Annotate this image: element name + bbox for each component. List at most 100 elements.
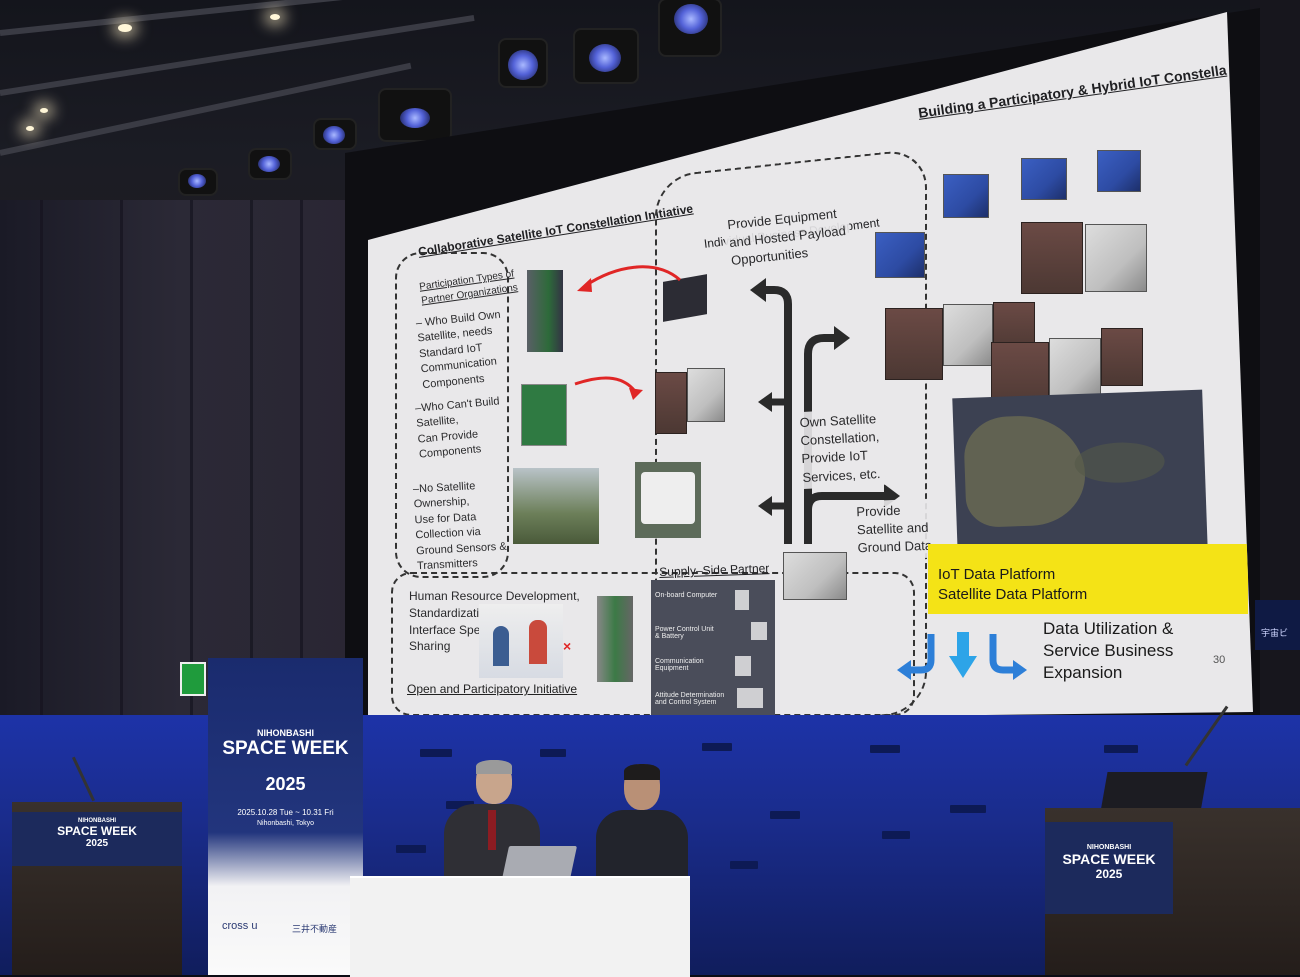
arrow-right	[804, 492, 885, 544]
ceiling-beam	[0, 0, 518, 36]
wall-panel	[1104, 745, 1138, 753]
people-illustration	[479, 604, 563, 678]
solar-panel	[1021, 222, 1083, 294]
wall-panel	[882, 831, 910, 839]
stage-light-fixture	[500, 40, 546, 86]
data-utilization-text: Data Utilization & Service Business Expa…	[1043, 618, 1173, 684]
red-arrow-head	[577, 278, 592, 292]
banner-brand-big: SPACE WEEK	[222, 738, 349, 759]
satellite-white	[783, 552, 847, 600]
component-cube	[751, 622, 767, 640]
lectern-brand-small: NIHONBASHI	[77, 818, 116, 824]
wall-slat	[300, 200, 303, 720]
cubesat-rack-image	[597, 596, 633, 682]
participation-item-1: – Who Build Own Satellite, needs Standar…	[415, 308, 508, 393]
lectern-year: 2025	[1095, 867, 1123, 881]
wall-panel	[420, 749, 452, 757]
satellite-blue	[943, 174, 989, 218]
participation-item-3: –No Satellite Ownership, Use for Data Co…	[413, 478, 508, 575]
solar-panel	[885, 308, 943, 380]
stage-light-fixture	[660, 0, 720, 55]
lectern-logo: NIHONBASHI SPACE WEEK 2025	[12, 812, 182, 866]
arrow-up-right	[804, 334, 836, 544]
blue-arrow-down	[957, 632, 969, 658]
iot-platform-label: IoT Data Platform	[938, 566, 1056, 583]
open-initiative-label: Open and Participatory Initiative	[407, 682, 578, 696]
satellite-image	[687, 368, 725, 422]
blue-arrow-left	[909, 634, 935, 674]
stage-light-fixture	[380, 90, 450, 140]
provide-satellite-line: Ground Data	[857, 538, 933, 556]
hr-line: Sharing	[409, 639, 451, 654]
blue-arrow-head	[897, 660, 911, 680]
satellite-white	[1085, 224, 1147, 292]
monitor	[1100, 772, 1208, 812]
right-lectern: NIHONBASHI SPACE WEEK 2025	[1045, 808, 1300, 975]
speaker-hair	[624, 764, 660, 780]
hr-line: Interface Spec.	[409, 622, 490, 637]
wall-slat	[250, 200, 253, 720]
ceiling-spotlight	[26, 126, 34, 131]
arrow-up-left	[764, 286, 792, 544]
red-arrows	[574, 265, 681, 400]
wall-panel	[870, 745, 900, 753]
supply-item: On-board Computer	[655, 592, 718, 599]
person-figure	[493, 626, 509, 666]
wall-panel	[540, 749, 566, 757]
page-number: 30	[1213, 654, 1226, 666]
own-satellite-line: Services, etc.	[802, 465, 881, 485]
wall-slat	[120, 200, 123, 720]
supply-item: Communication Equipment	[655, 658, 704, 672]
banner-dates: 2025.10.28 Tue ~ 10.31 Fri	[237, 808, 334, 817]
map-image	[952, 389, 1208, 559]
map-landmass	[962, 413, 1087, 528]
ceiling-spotlight	[118, 24, 132, 32]
ceiling-spotlight	[40, 108, 48, 113]
wall-panel	[702, 743, 732, 751]
wall-slat	[190, 200, 193, 720]
stage-light-fixture	[250, 150, 290, 178]
blue-arrows	[897, 632, 1027, 680]
red-arrow	[584, 265, 681, 288]
speaker-tie	[488, 810, 496, 850]
stage-light-fixture	[315, 120, 355, 148]
sponsor-logo-2: 三井不動産	[292, 924, 338, 934]
component-cube	[735, 656, 751, 676]
supply-item: Power Control Unit & Battery	[655, 626, 714, 640]
wall-panel	[396, 845, 426, 853]
left-wall	[0, 200, 360, 720]
speaker-hair	[476, 760, 512, 774]
satellite-platform-label: Satellite Data Platform	[938, 586, 1088, 603]
solar-panel	[655, 372, 687, 434]
satellite-white	[1049, 338, 1101, 402]
speaker-right	[596, 764, 688, 884]
blue-arrow-right	[989, 634, 1015, 674]
component-cube	[735, 590, 749, 610]
hr-line: Human Resource Development,	[409, 589, 580, 603]
lectern-brand-small: NIHONBASHI	[1086, 844, 1132, 851]
arrow-head	[750, 278, 766, 302]
speaker-suit	[596, 810, 688, 884]
red-arrow-head	[629, 388, 643, 400]
participation-item-2: –Who Can't Build Satellite, Can Provide …	[414, 394, 504, 463]
wall-panel	[730, 861, 758, 869]
participation-box	[395, 252, 509, 578]
transmitter-photo	[635, 462, 701, 538]
blue-arrow-head	[949, 656, 977, 678]
circuit-board-image	[521, 384, 567, 446]
satellite-blue	[1021, 158, 1067, 200]
exit-sign	[180, 662, 206, 696]
red-arrow	[574, 376, 639, 395]
ceiling-spotlight	[270, 14, 280, 20]
stage-light-fixture	[180, 170, 216, 194]
wall-panel	[950, 805, 986, 813]
side-sign: 宇宙ビ	[1255, 600, 1300, 650]
arrow-head	[758, 392, 772, 412]
banner-location: Nihonbashi, Tokyo	[256, 820, 315, 827]
banner-year: 2025	[265, 774, 306, 794]
cubesat-frame-image	[527, 270, 563, 352]
left-lectern: NIHONBASHI SPACE WEEK 2025	[12, 802, 182, 975]
cross-mark: ×	[563, 638, 572, 654]
presentation-table	[350, 876, 690, 977]
lectern-logo: NIHONBASHI SPACE WEEK 2025	[1045, 822, 1173, 914]
